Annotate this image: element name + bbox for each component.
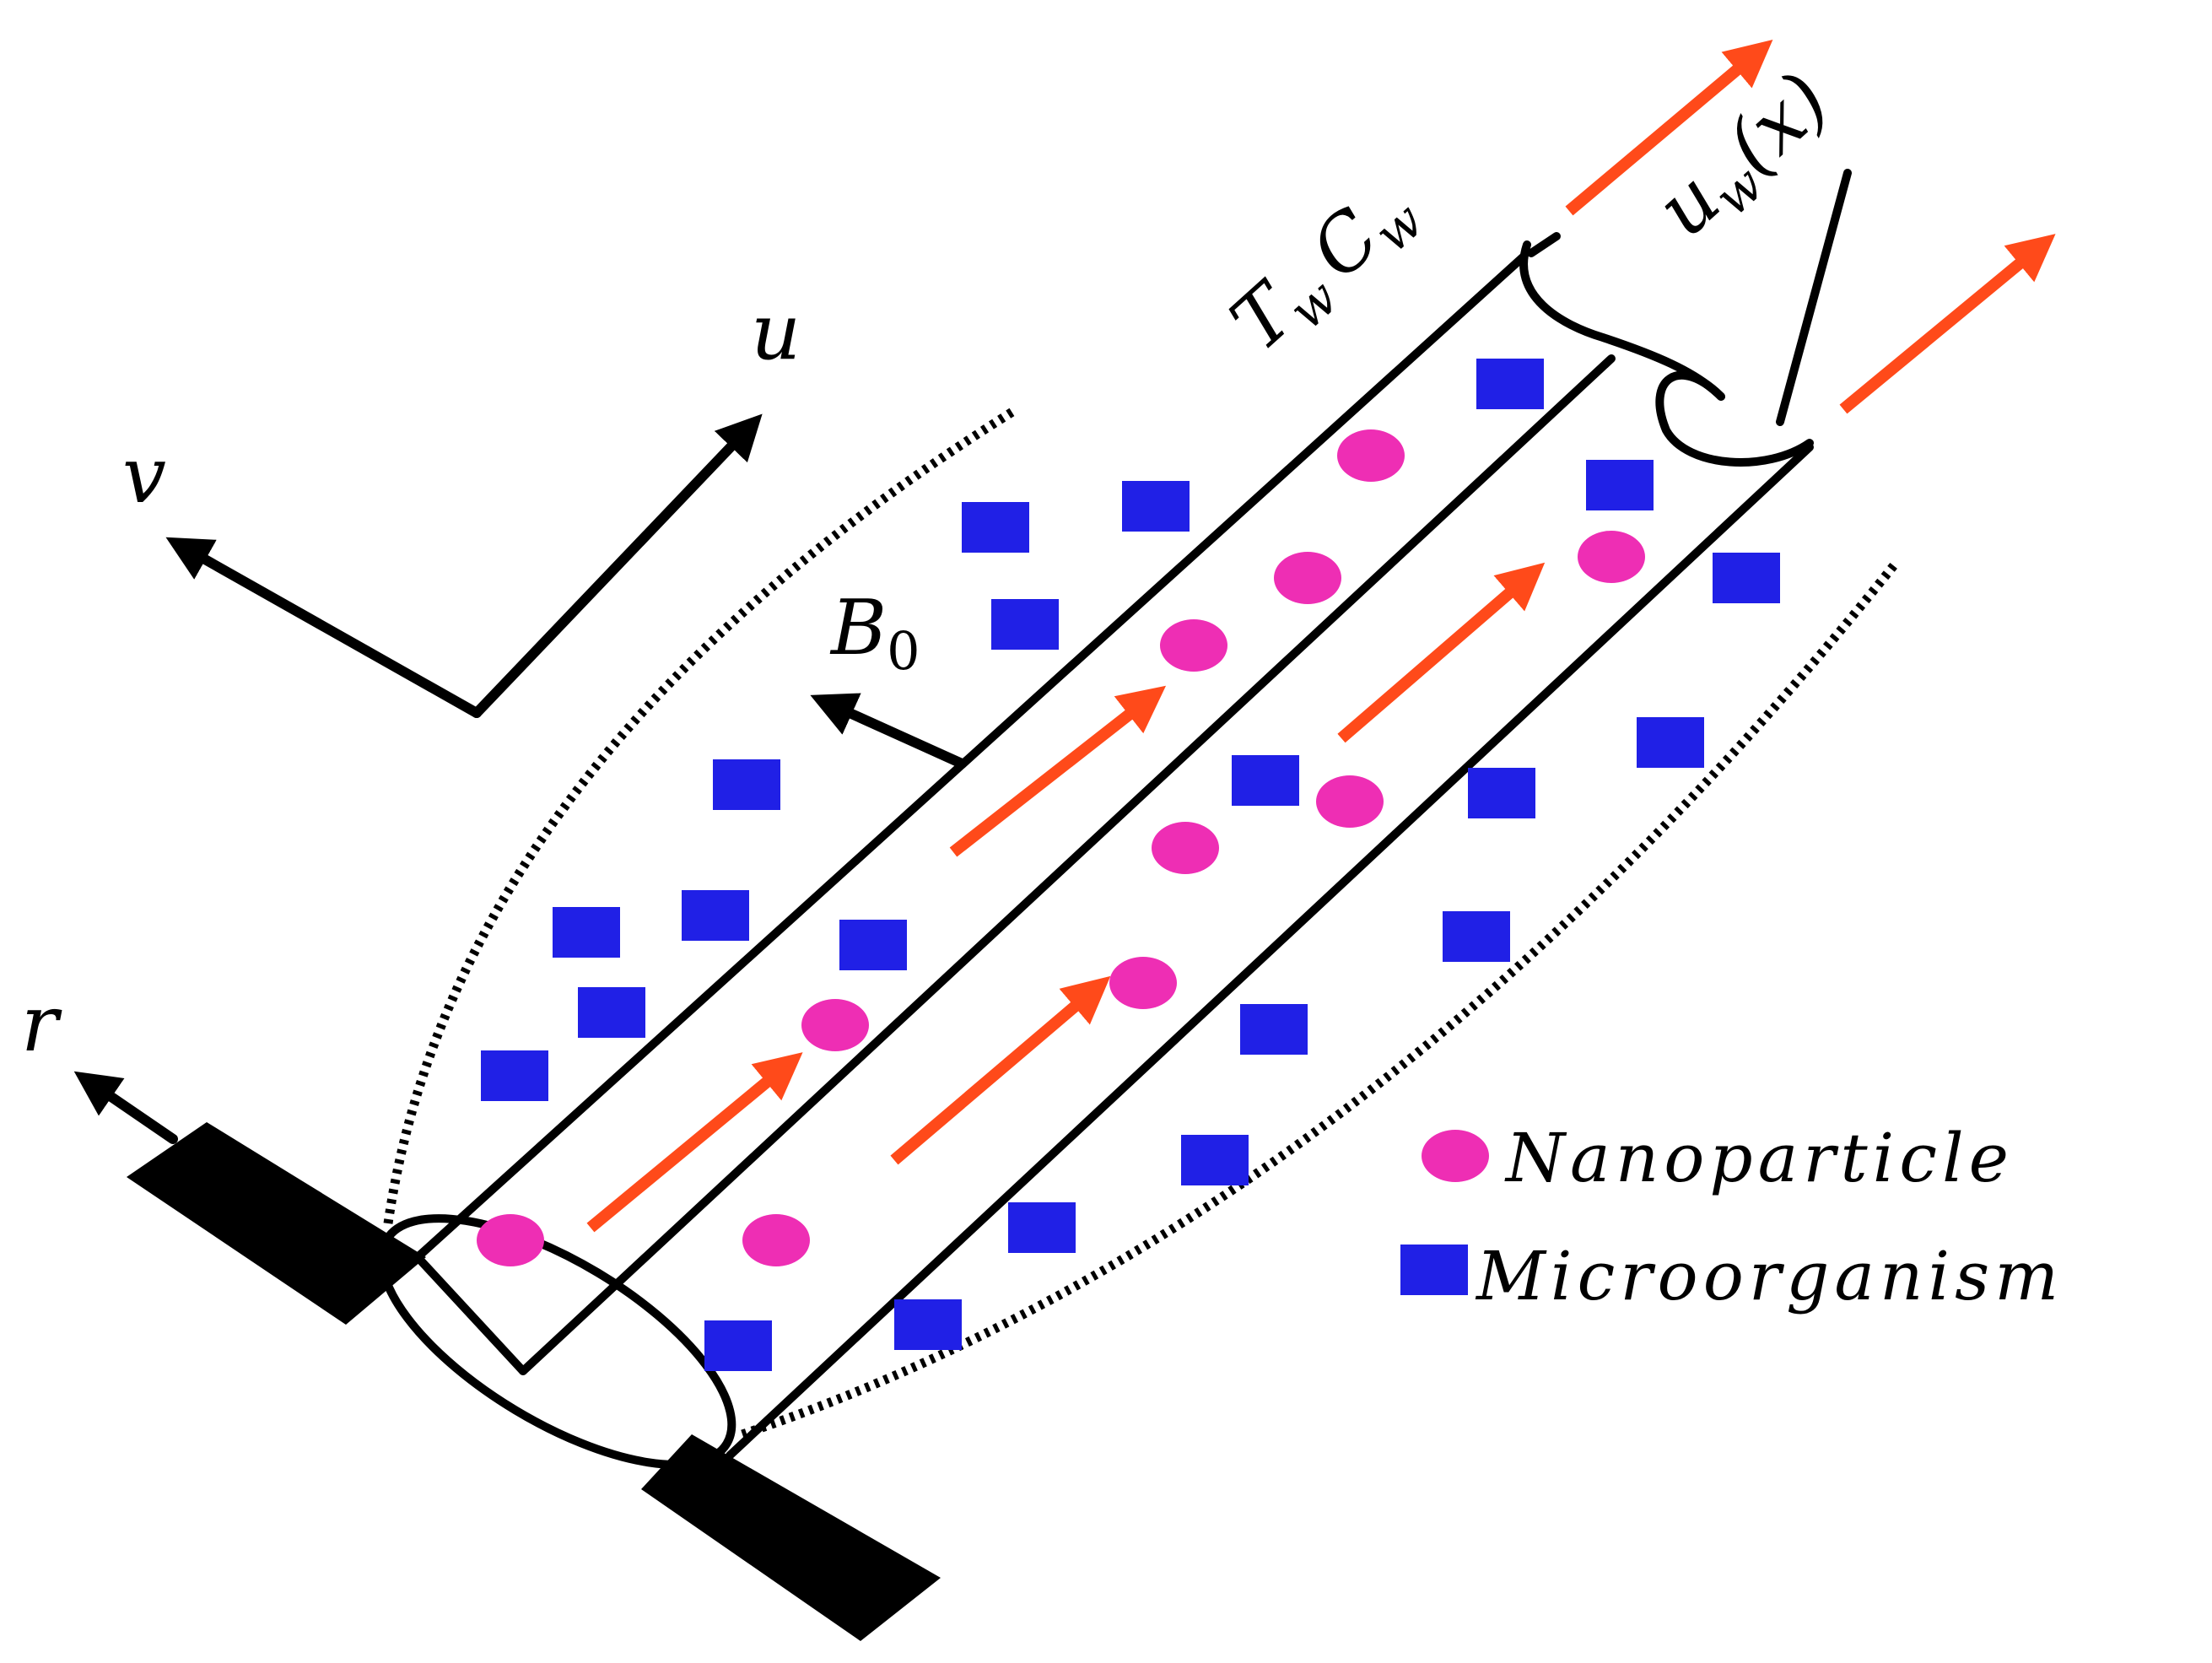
legend-nanoparticle-swatch (1422, 1130, 1489, 1182)
nanoparticle (477, 1214, 544, 1266)
nanoparticle (742, 1214, 810, 1266)
microorganism (894, 1299, 962, 1350)
wall-conditions-label: TwCw (1214, 163, 1435, 375)
legend-microorganism-label: Microorganism (1475, 1237, 2064, 1315)
nanoparticle (1160, 619, 1227, 672)
flow-arrow (1565, 39, 1773, 216)
microorganism (481, 1050, 548, 1101)
microorganism (1637, 717, 1704, 768)
microorganism (1476, 359, 1544, 409)
microorganism (1181, 1135, 1249, 1185)
microorganism (553, 907, 620, 958)
legend-nanoparticle-label: Nanoparticle (1504, 1119, 2014, 1197)
flow-arrows (586, 39, 2056, 1233)
axis-v-arrow (165, 537, 482, 718)
nanoparticle (1578, 531, 1645, 583)
microorganism (578, 987, 645, 1038)
microorganism (991, 599, 1059, 650)
base-plate-left (127, 1122, 426, 1325)
flow-arrow (1337, 562, 1546, 743)
axis-u-label: u (751, 287, 801, 377)
nanoparticle (1152, 822, 1219, 874)
nanoparticle (801, 999, 869, 1051)
microorganisms (481, 359, 1780, 1371)
microorganism (1232, 755, 1299, 806)
axis-u-arrow (472, 413, 763, 718)
flow-arrow (949, 685, 1167, 857)
axis-r-label: r (21, 979, 62, 1069)
microorganism (1468, 768, 1535, 818)
microorganism (713, 759, 780, 810)
microorganism (1443, 911, 1510, 962)
microorganism (1122, 481, 1190, 532)
nanoparticles (477, 429, 1645, 1266)
nanoparticle (1274, 552, 1341, 604)
microorganism (1586, 460, 1654, 510)
flow-arrow (1839, 234, 2056, 414)
nanoparticle (1316, 775, 1384, 828)
stretching-velocity-label: uw(x) (1639, 55, 1853, 261)
flow-arrow (586, 1052, 803, 1233)
magnetic-field-label: B0 (829, 584, 920, 682)
axis-r-arrow (73, 1071, 178, 1144)
cylinder (377, 169, 1852, 1469)
microorganism (1008, 1202, 1076, 1253)
magnetic-field-arrow (810, 693, 967, 769)
microorganism (1713, 553, 1780, 603)
base-plate-right (641, 1434, 941, 1641)
axis-v-label: v (122, 430, 166, 521)
coordinate-axes (73, 413, 967, 1144)
legend-microorganism-swatch (1400, 1245, 1468, 1295)
microorganism (1240, 1004, 1308, 1055)
nanoparticle (1109, 957, 1177, 1009)
nanoparticle (1337, 429, 1405, 482)
microorganism (962, 502, 1029, 553)
boundary-layer-upper (383, 405, 1019, 1224)
flow-arrow (890, 975, 1111, 1165)
microorganism (839, 920, 907, 970)
microorganism (704, 1320, 772, 1371)
microorganism (682, 890, 749, 941)
